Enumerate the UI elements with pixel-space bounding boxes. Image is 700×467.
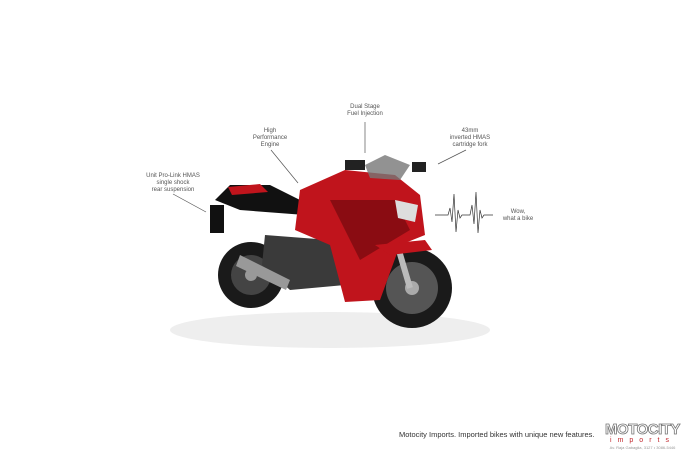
callout-text: what a bike <box>502 216 534 222</box>
headlight <box>395 200 418 222</box>
callout-text: 43mm <box>461 128 479 134</box>
callout-text: cartridge fork <box>452 142 488 148</box>
callout-wow: Wow, what a bike <box>498 209 538 223</box>
bike-shadow <box>170 312 490 348</box>
callout-fork: 43mm inverted HMAS cartridge fork <box>440 128 500 149</box>
callout-text: Performance <box>252 135 288 141</box>
brand-logo: MOTOCITY imports Av. Raja Gabaglia, 3127… <box>600 422 685 451</box>
tagline: Motocity Imports. Imported bikes with un… <box>399 430 595 439</box>
callout-lines <box>172 122 467 213</box>
callout-text: Wow, <box>510 209 526 215</box>
engine <box>262 235 345 290</box>
logo-address: Av. Raja Gabaglia, 3127 • 3086-5446 <box>609 445 676 450</box>
logo-sub-text: imports <box>610 437 675 444</box>
callout-text: single shock <box>156 180 190 186</box>
callout-rear-suspension: Unit Pro-Link HMAS single shock rear sus… <box>138 173 208 194</box>
callout-text: rear suspension <box>151 187 195 193</box>
callout-text: inverted HMAS <box>449 135 491 141</box>
mirror-right <box>412 162 426 172</box>
heartbeat-icon <box>435 191 493 234</box>
callout-engine: High Performance Engine <box>240 128 300 149</box>
callout-text: Fuel Injection <box>347 111 383 117</box>
callout-fuel-injection: Dual Stage Fuel Injection <box>335 104 395 118</box>
logo-main-text: MOTOCITY <box>605 421 681 438</box>
mirror-left <box>345 160 365 170</box>
callout-text: High <box>263 128 277 134</box>
windscreen <box>365 155 410 180</box>
callout-text: Dual Stage <box>350 104 380 110</box>
callout-text: Unit Pro-Link HMAS <box>146 173 200 179</box>
callout-text: Engine <box>260 142 280 148</box>
